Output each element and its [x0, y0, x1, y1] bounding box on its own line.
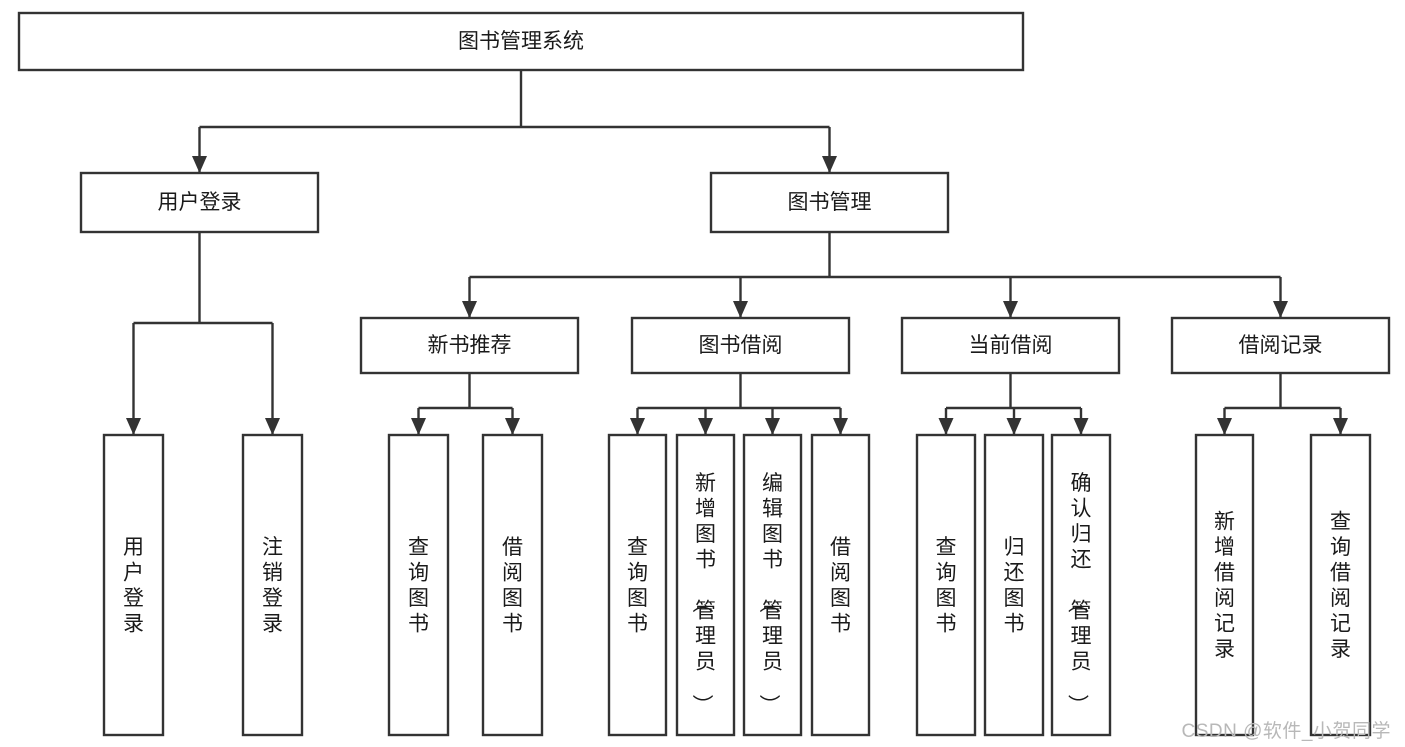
node-box — [742, 433, 803, 737]
node-label: 图书借阅 — [699, 334, 783, 357]
node-leaf-10[interactable]: 确认归还（管理员） — [1050, 433, 1112, 737]
node-label: 查询图书 — [408, 536, 429, 636]
arrow-down-icon — [1003, 301, 1018, 318]
node-leaf-2[interactable]: 查询图书 — [387, 433, 450, 737]
node-leaf-12[interactable]: 查询借阅记录 — [1309, 433, 1372, 737]
node-layer: 图书管理系统用户登录图书管理新书推荐图书借阅当前借阅借阅记录用户登录注销登录查询… — [17, 11, 1391, 737]
node-label: 查询图书 — [936, 536, 957, 636]
node-box — [675, 433, 736, 737]
node-box — [102, 433, 165, 737]
node-level2-3[interactable]: 借阅记录 — [1170, 316, 1391, 375]
node-root[interactable]: 图书管理系统 — [17, 11, 1025, 72]
node-label: 新增图书（管理员） — [690, 472, 716, 715]
node-box — [79, 171, 320, 234]
node-label: 注销登录 — [262, 536, 283, 636]
node-box — [709, 171, 950, 234]
node-label: 查询借阅记录 — [1330, 510, 1351, 661]
node-label: 确认归还（管理员） — [1066, 472, 1092, 715]
node-leaf-1[interactable]: 注销登录 — [241, 433, 304, 737]
arrow-down-icon — [411, 418, 426, 435]
node-level2-1[interactable]: 图书借阅 — [630, 316, 851, 375]
arrow-down-icon — [698, 418, 713, 435]
node-label: 当前借阅 — [969, 334, 1053, 357]
node-leaf-11[interactable]: 新增借阅记录 — [1194, 433, 1255, 737]
node-label: 用户登录 — [123, 536, 144, 636]
arrow-down-icon — [505, 418, 520, 435]
node-label: 新书推荐 — [428, 334, 512, 357]
node-label: 编辑图书（管理员） — [757, 472, 783, 715]
arrow-down-icon — [630, 418, 645, 435]
arrow-down-icon — [1006, 418, 1022, 435]
node-leaf-6[interactable]: 编辑图书（管理员） — [742, 433, 803, 737]
node-box — [810, 433, 871, 737]
node-box — [17, 11, 1025, 72]
connector-layer — [126, 70, 1348, 435]
arrow-down-icon — [1333, 418, 1348, 435]
arrow-down-icon — [733, 301, 748, 318]
node-level2-0[interactable]: 新书推荐 — [359, 316, 580, 375]
node-label: 借阅记录 — [1239, 334, 1323, 357]
node-leaf-0[interactable]: 用户登录 — [102, 433, 165, 737]
node-label: 图书管理系统 — [458, 30, 584, 53]
node-box — [241, 433, 304, 737]
node-label: 借阅图书 — [502, 536, 523, 636]
node-label: 归还图书 — [1004, 536, 1025, 636]
node-box — [983, 433, 1045, 737]
arrow-down-icon — [192, 156, 207, 173]
arrow-down-icon — [462, 301, 477, 318]
arrow-down-icon — [126, 418, 141, 435]
node-box — [915, 433, 977, 737]
node-box — [387, 433, 450, 737]
arrow-down-icon — [833, 418, 848, 435]
arrow-down-icon — [938, 418, 954, 435]
node-leaf-7[interactable]: 借阅图书 — [810, 433, 871, 737]
node-box — [900, 316, 1121, 375]
node-box — [1309, 433, 1372, 737]
node-label: 查询图书 — [627, 536, 648, 636]
node-level1-1[interactable]: 图书管理 — [709, 171, 950, 234]
arrow-down-icon — [822, 156, 837, 173]
node-leaf-5[interactable]: 新增图书（管理员） — [675, 433, 736, 737]
arrow-down-icon — [1217, 418, 1232, 435]
node-leaf-8[interactable]: 查询图书 — [915, 433, 977, 737]
arrow-down-icon — [1073, 418, 1089, 435]
node-box — [359, 316, 580, 375]
node-label: 用户登录 — [158, 191, 242, 214]
node-label: 新增借阅记录 — [1214, 510, 1235, 661]
node-label: 借阅图书 — [830, 536, 851, 636]
node-leaf-9[interactable]: 归还图书 — [983, 433, 1045, 737]
node-label: 图书管理 — [788, 191, 872, 214]
node-box — [1170, 316, 1391, 375]
arrow-down-icon — [765, 418, 780, 435]
watermark-label: CSDN @软件_小贺同学 — [1181, 721, 1391, 742]
node-box — [607, 433, 668, 737]
node-leaf-3[interactable]: 借阅图书 — [481, 433, 544, 737]
node-box — [481, 433, 544, 737]
node-leaf-4[interactable]: 查询图书 — [607, 433, 668, 737]
node-level2-2[interactable]: 当前借阅 — [900, 316, 1121, 375]
node-box — [630, 316, 851, 375]
node-level1-0[interactable]: 用户登录 — [79, 171, 320, 234]
node-box — [1194, 433, 1255, 737]
arrow-down-icon — [265, 418, 280, 435]
arrow-down-icon — [1273, 301, 1288, 318]
node-box — [1050, 433, 1112, 737]
